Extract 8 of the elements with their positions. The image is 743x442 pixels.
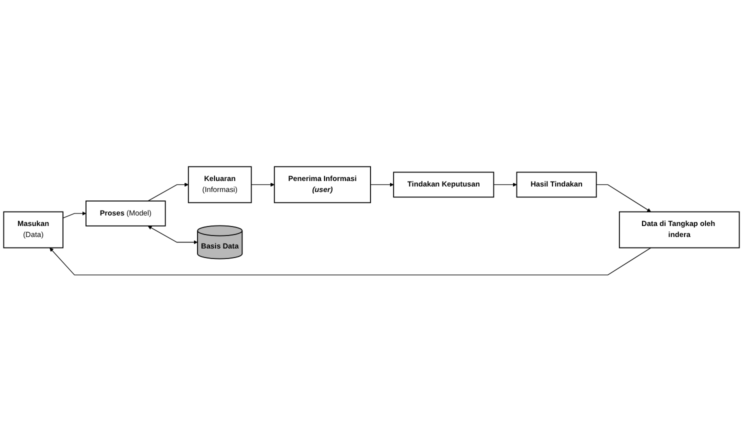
arrow (62, 212, 86, 219)
arrow (147, 182, 189, 202)
arrow (493, 182, 517, 187)
arrow (250, 182, 275, 187)
arrow (148, 226, 198, 244)
arrow (596, 184, 652, 212)
arrow (50, 248, 652, 276)
arrow (370, 182, 394, 187)
